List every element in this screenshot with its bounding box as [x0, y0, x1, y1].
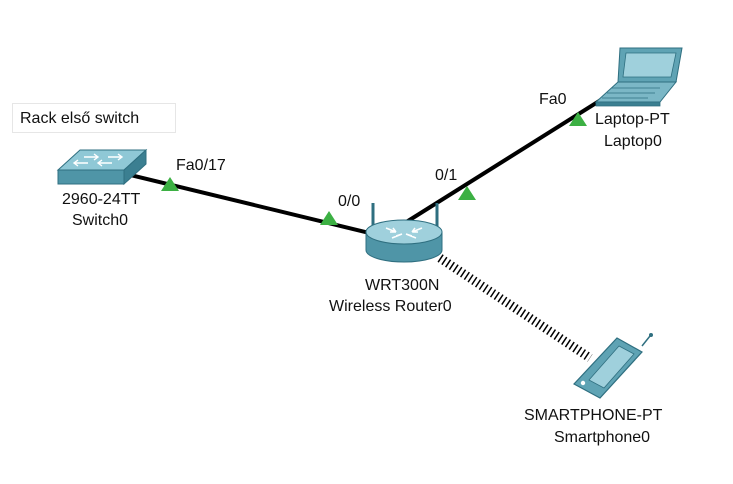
port-label-0-0: 0/0 — [338, 193, 360, 210]
phone-model-label: SMARTPHONE-PT — [524, 407, 663, 424]
note-text: Rack első switch — [20, 110, 140, 127]
laptop-icon[interactable] — [594, 47, 683, 107]
port-status-0-0 — [320, 211, 338, 225]
port-status-fa0 — [569, 112, 587, 126]
smartphone-icon[interactable] — [573, 333, 653, 399]
router-model-label: WRT300N — [365, 277, 439, 294]
port-status-fa0-17 — [161, 177, 179, 191]
port-label-fa0-17: Fa0/17 — [176, 157, 226, 174]
note-box[interactable] — [12, 103, 176, 133]
laptop-model-label: Laptop-PT — [595, 111, 670, 128]
switch-model-label: 2960-24TT — [62, 191, 140, 208]
phone-name-label: Smartphone0 — [554, 429, 650, 446]
wireless-router-icon[interactable] — [365, 203, 443, 263]
port-label-fa0: Fa0 — [539, 91, 567, 108]
router-name-label: Wireless Router0 — [329, 298, 452, 315]
link-switch-router[interactable] — [117, 170, 391, 240]
link-router-phone-wireless[interactable] — [437, 254, 593, 362]
switch-icon[interactable] — [56, 148, 148, 186]
link-router-laptop[interactable] — [398, 86, 622, 228]
laptop-name-label: Laptop0 — [604, 133, 662, 150]
port-status-0-1 — [458, 186, 476, 200]
port-label-0-1: 0/1 — [435, 167, 457, 184]
switch-name-label: Switch0 — [72, 212, 128, 229]
